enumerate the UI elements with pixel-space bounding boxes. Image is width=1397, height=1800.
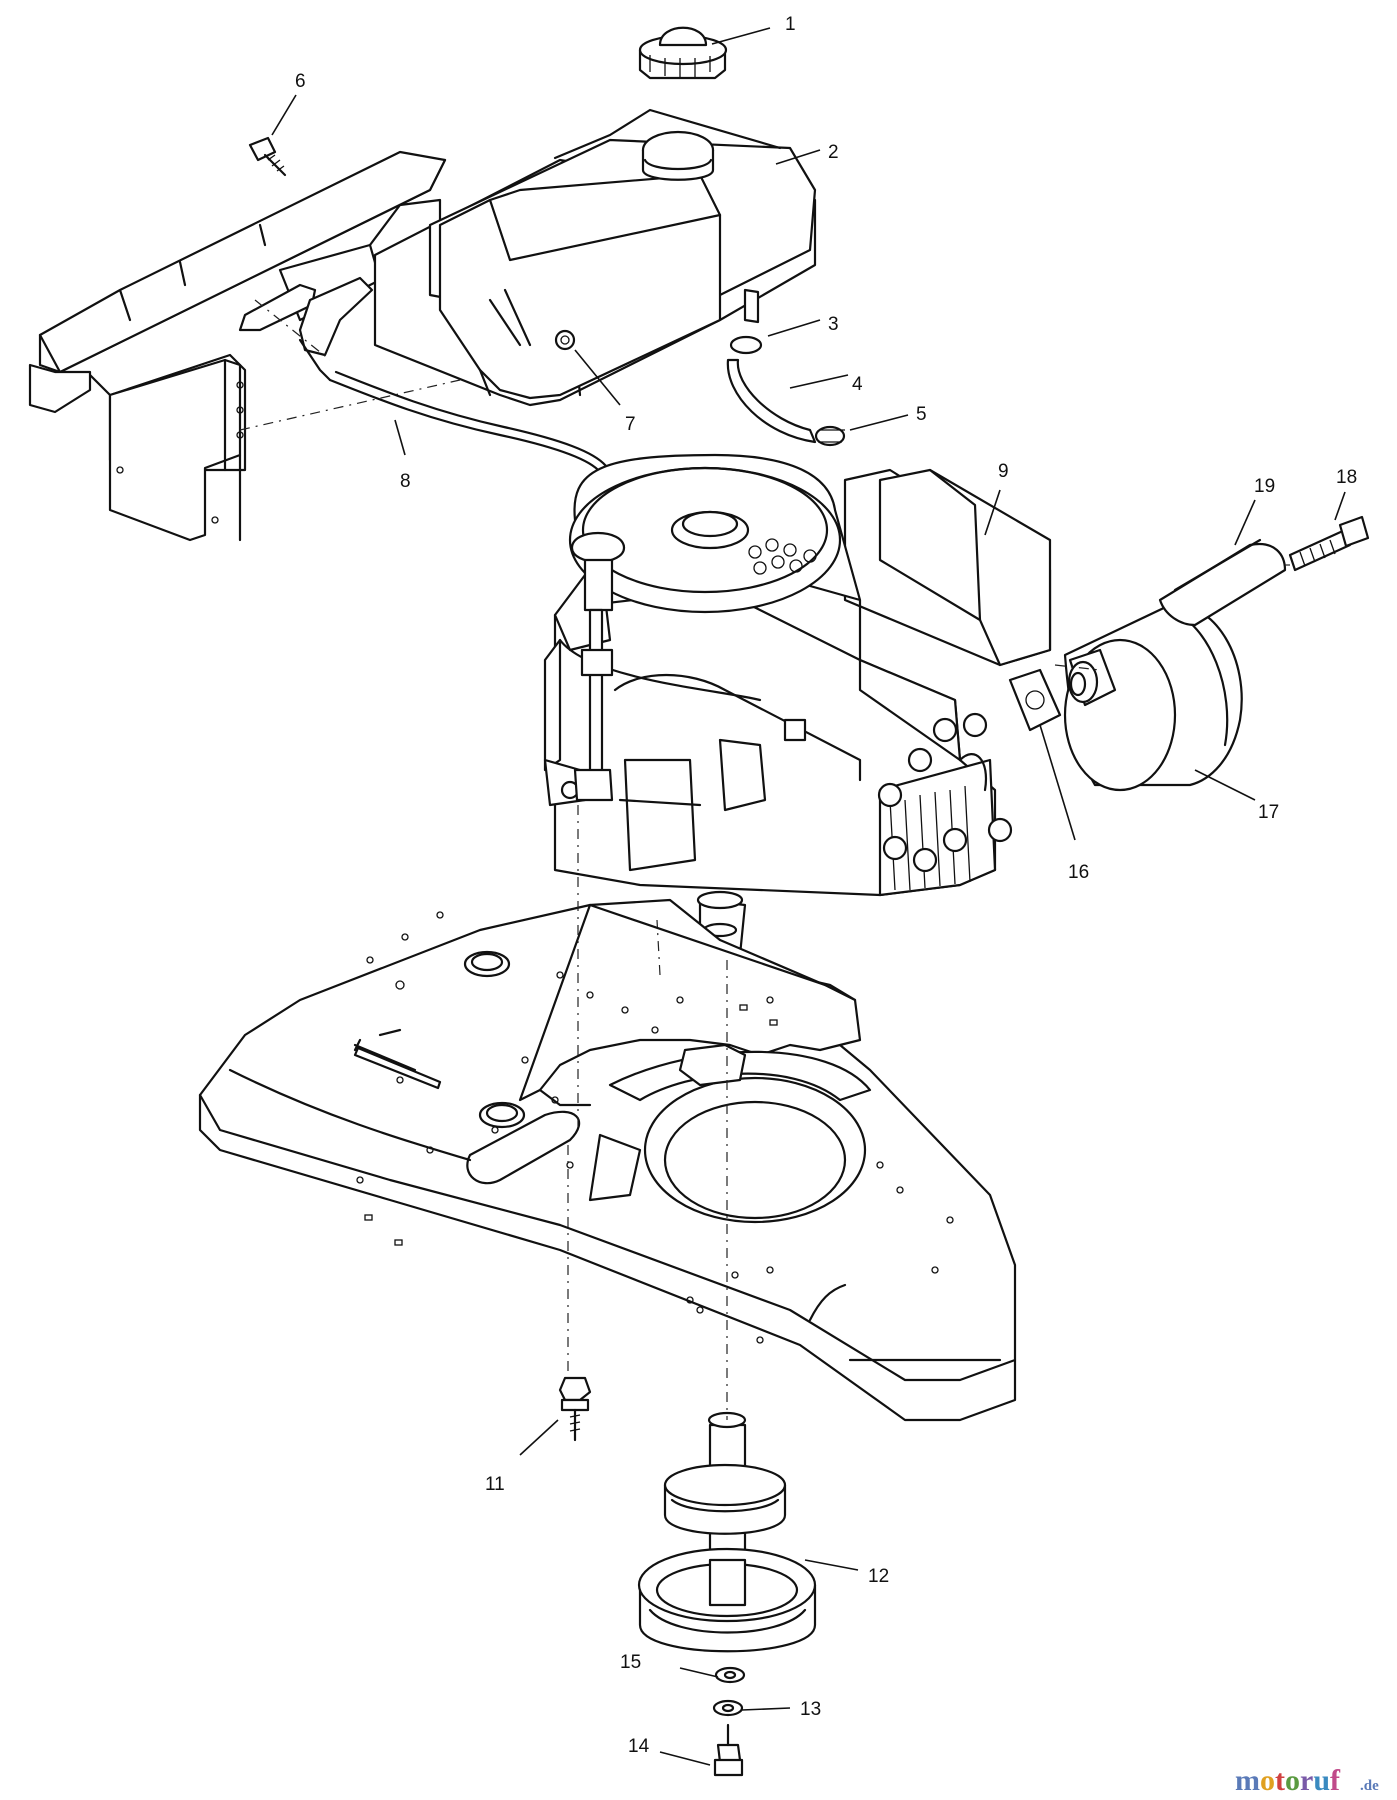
- callout-1: 1: [785, 14, 796, 35]
- watermark-suffix: .de: [1360, 1778, 1379, 1794]
- callout-12: 12: [868, 1566, 889, 1587]
- watermark-letter: u: [1313, 1764, 1330, 1797]
- muffler: [1008, 603, 1243, 792]
- center-lines: [239, 299, 1290, 1420]
- muffler-guard: [1158, 515, 1370, 627]
- watermark-letter: o: [1285, 1764, 1300, 1797]
- dash-panel: [28, 150, 447, 542]
- callout-8: 8: [400, 471, 411, 492]
- fuel-cap: [638, 26, 728, 80]
- callout-19: 19: [1254, 476, 1275, 497]
- dipstick: [570, 531, 626, 802]
- callout-13: 13: [800, 1699, 821, 1720]
- fuel-tank: [373, 108, 817, 407]
- callout-5: 5: [916, 404, 927, 425]
- watermark-letter: r: [1300, 1764, 1313, 1797]
- callout-4: 4: [852, 374, 863, 395]
- throttle-control: [238, 276, 608, 474]
- deck-plate: [198, 898, 1017, 1422]
- engine: [543, 453, 1052, 957]
- callout-7: 7: [625, 414, 636, 435]
- callout-16: 16: [1068, 862, 1089, 883]
- screw: [248, 136, 287, 177]
- callout-14: 14: [628, 1736, 650, 1757]
- callout-18: 18: [1336, 467, 1357, 488]
- fuel-line: [726, 335, 846, 447]
- callout-6: 6: [295, 71, 306, 92]
- svg-text:motoruf: motoruf: [1235, 1764, 1341, 1797]
- washers-and-nut: [712, 1666, 746, 1777]
- callout-2: 2: [828, 142, 839, 163]
- pulley-assembly: [637, 1411, 817, 1653]
- watermark-logo: motoruf .de: [1235, 1764, 1379, 1797]
- watermark-letter: f: [1330, 1764, 1341, 1797]
- callout-9: 9: [998, 461, 1009, 482]
- callout-numbers: 1 2 3 4 5 6 7 8 9 11 12 13 14 15 16 17 1…: [295, 14, 1357, 1757]
- bolt: [558, 1376, 592, 1442]
- callout-11: 11: [485, 1474, 505, 1495]
- callout-15: 15: [620, 1652, 641, 1673]
- watermark-letter: t: [1275, 1764, 1285, 1797]
- leader-lines: [271, 27, 1346, 1766]
- watermark-letter: o: [1260, 1764, 1275, 1797]
- callout-17: 17: [1258, 802, 1279, 823]
- watermark-letter: m: [1235, 1764, 1260, 1797]
- callout-3: 3: [828, 314, 839, 335]
